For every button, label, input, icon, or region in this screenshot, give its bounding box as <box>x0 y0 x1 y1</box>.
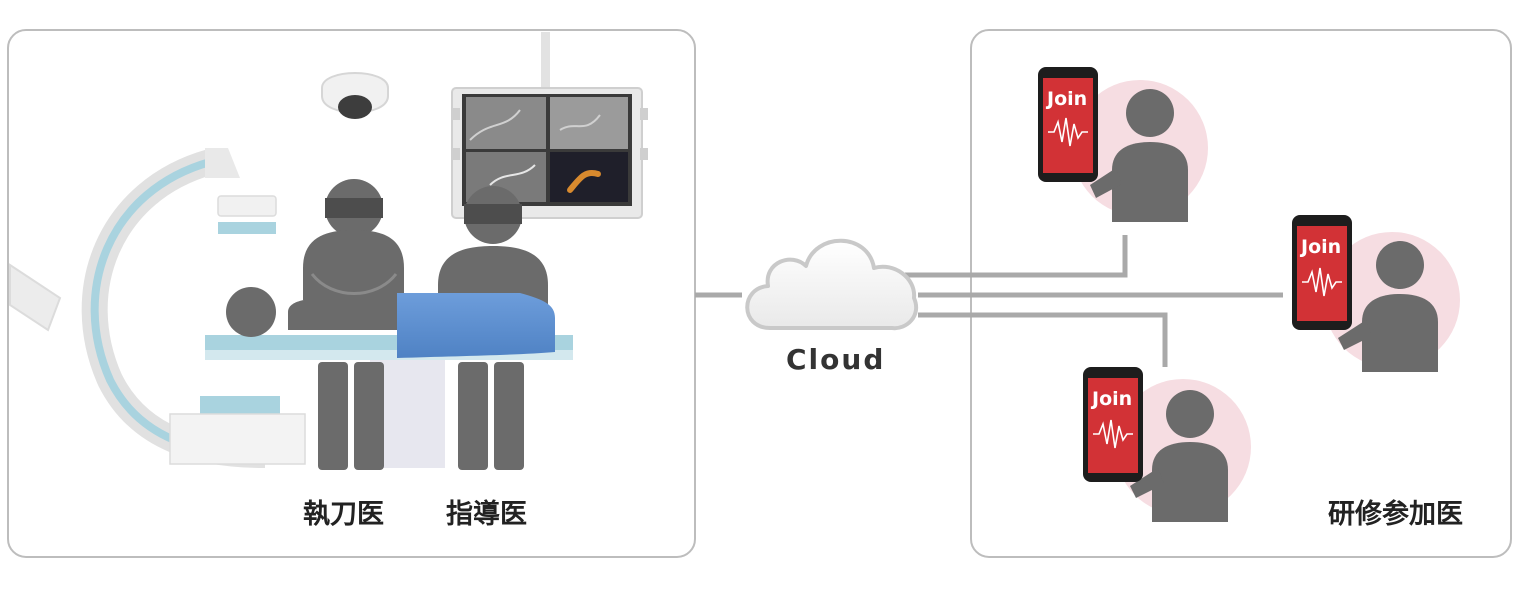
cloud-label: Cloud <box>786 343 886 376</box>
c-arm-xray <box>9 148 306 468</box>
surgeon-label: 執刀医 <box>303 499 384 530</box>
surgical-drape <box>397 293 555 358</box>
smartphone-icon <box>1038 67 1098 182</box>
ceiling-camera-icon <box>321 72 389 119</box>
network-connections <box>695 235 1283 367</box>
supervisor-label: 指導医 <box>446 499 527 530</box>
participants-label: 研修参加医 <box>1328 499 1463 530</box>
smartphone-icon <box>1292 215 1352 330</box>
smartphone-icon <box>1083 367 1143 482</box>
phone-join-label-1: Join <box>1047 88 1088 110</box>
participant-1 <box>1038 67 1208 222</box>
phone-join-label-2: Join <box>1301 236 1342 258</box>
participant-2 <box>1292 215 1460 372</box>
surgeon-figure <box>303 179 404 470</box>
patient-figure <box>226 287 400 337</box>
participant-3 <box>1083 367 1251 522</box>
phone-join-label-3: Join <box>1092 388 1133 410</box>
cloud-icon <box>745 238 918 331</box>
monitor-pole <box>541 32 550 90</box>
